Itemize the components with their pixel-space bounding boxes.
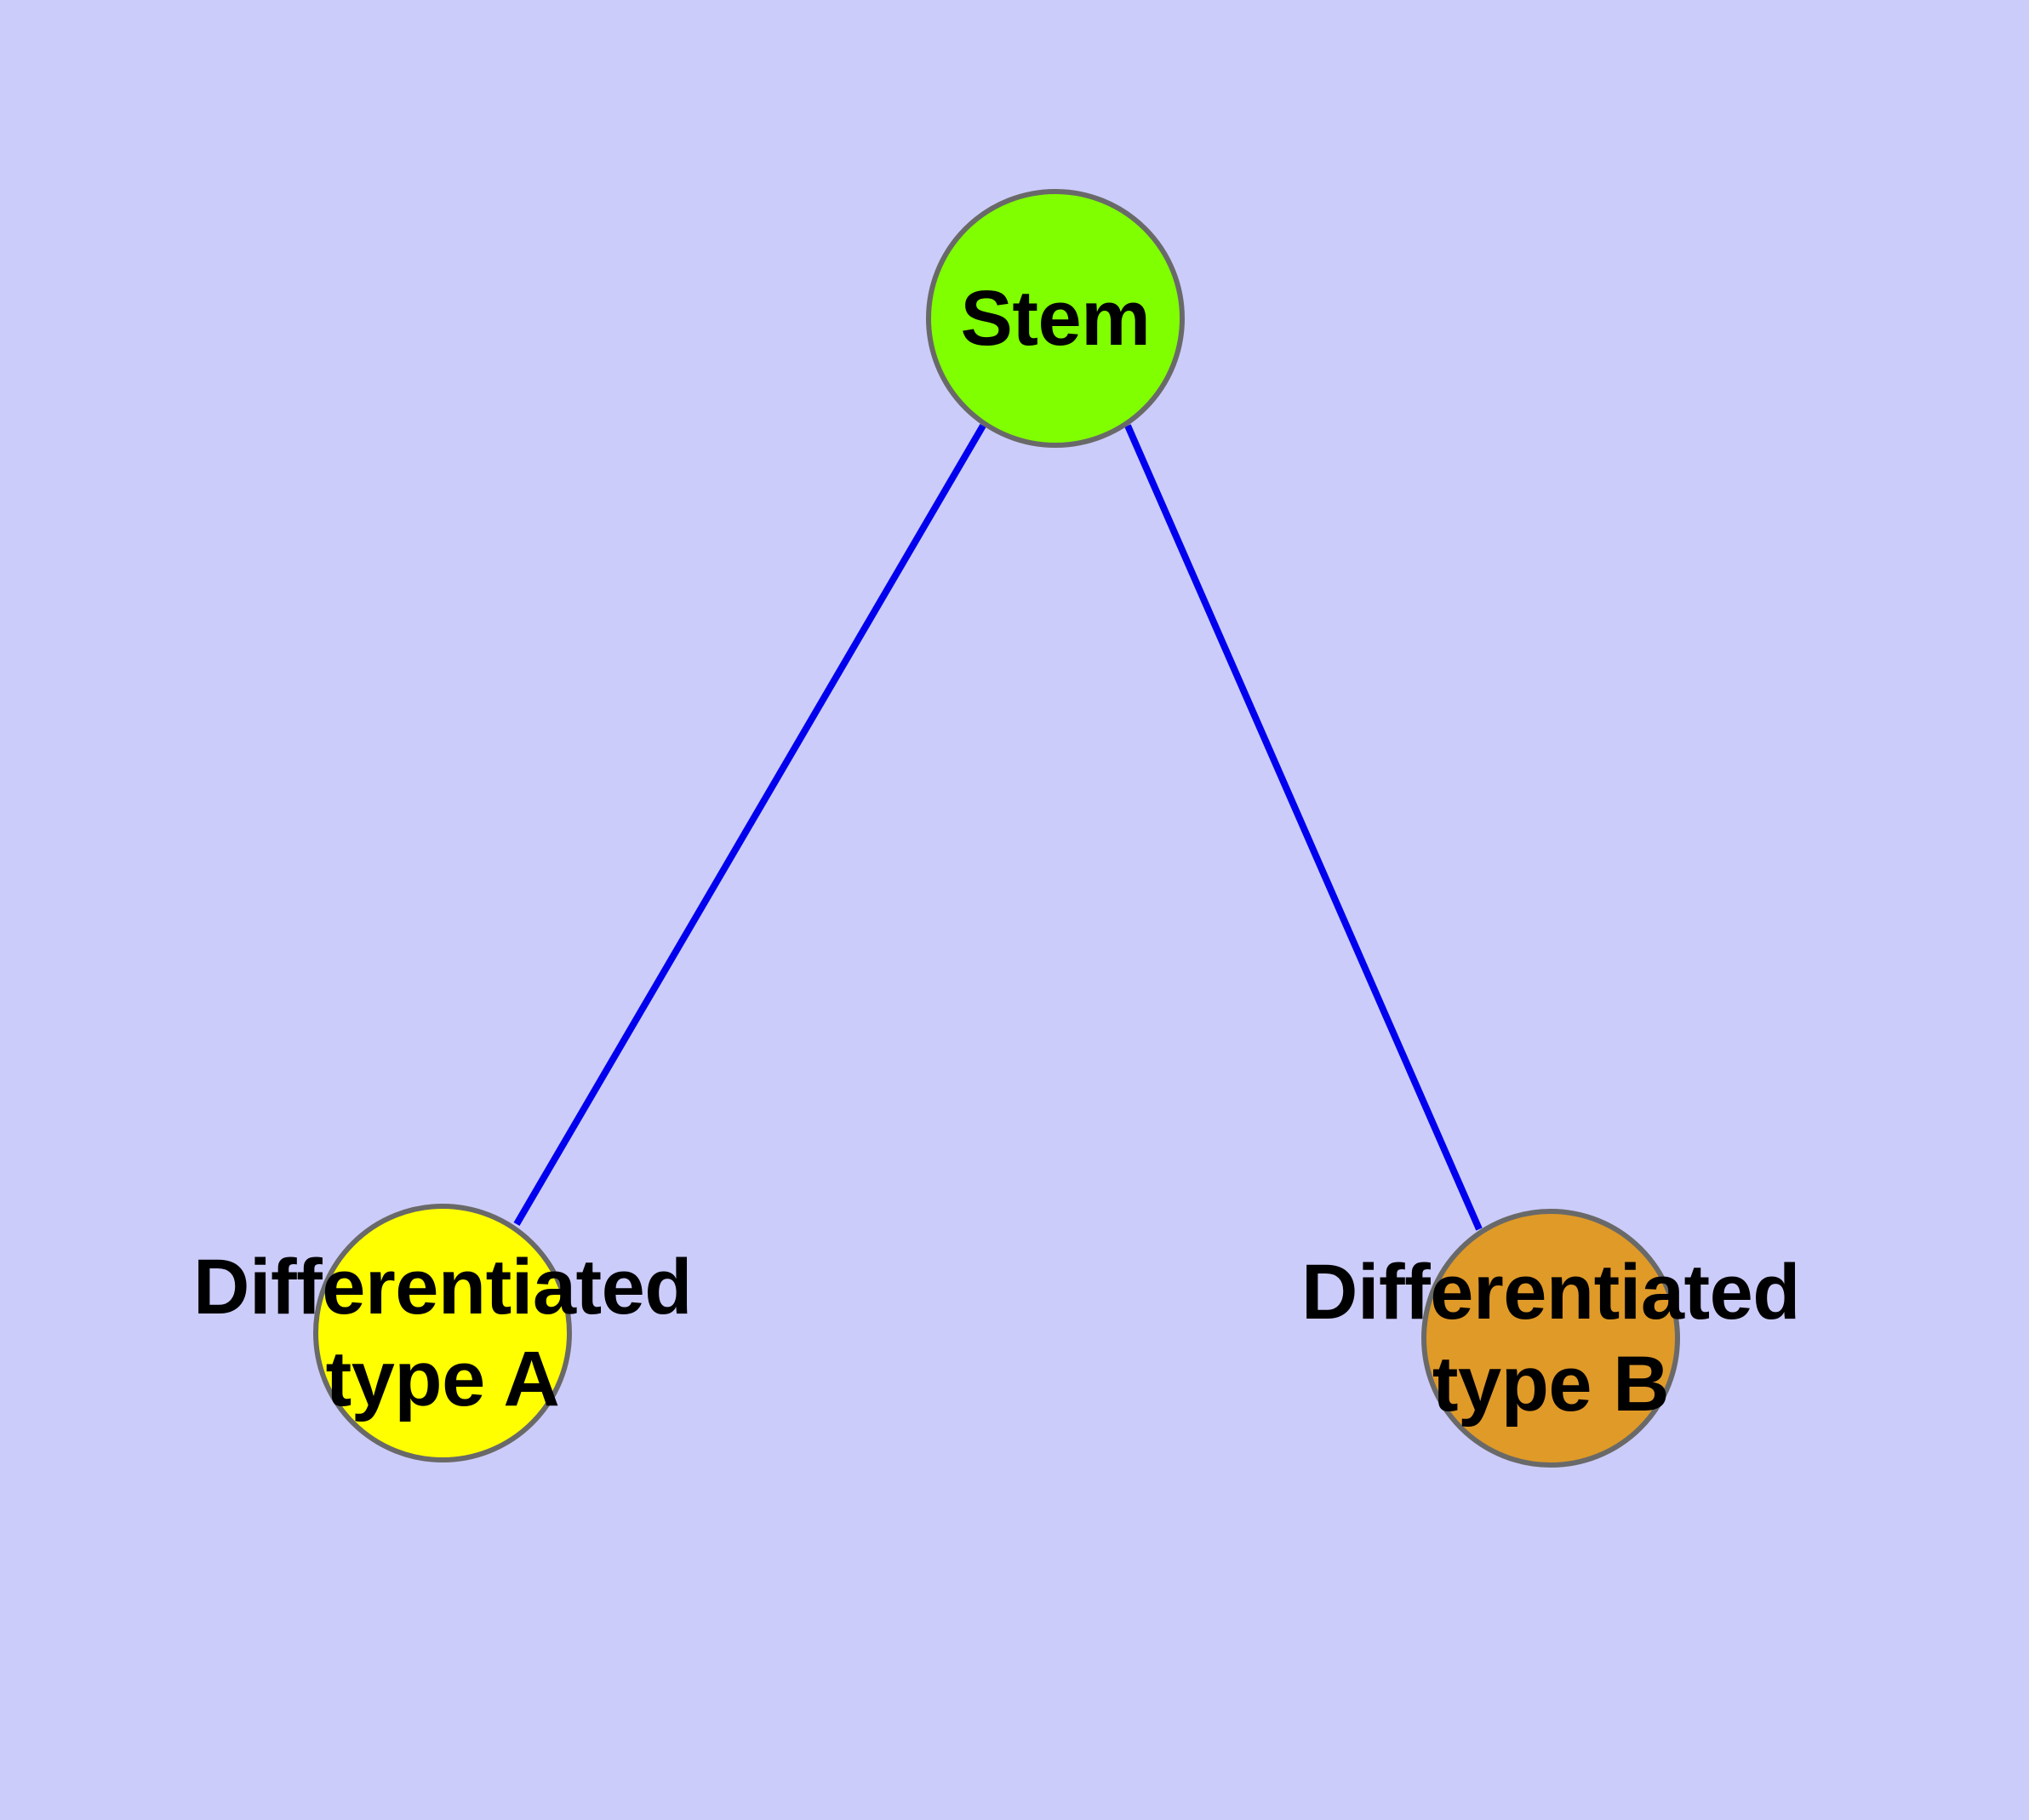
node-differentiated-type-a-label: Differentiated type A [193,1244,692,1422]
node-differentiated-type-b-label: Differentiated type B [1301,1249,1800,1428]
node-differentiated-type-a[interactable]: Differentiated type A [193,1204,692,1462]
node-differentiated-type-b[interactable]: Differentiated type B [1301,1209,1800,1468]
edge-stem-to-differentiated-type-a[interactable] [513,423,986,1227]
node-stem[interactable]: Stem [926,189,1185,448]
edge-stem-to-differentiated-type-b[interactable] [1124,424,1483,1231]
node-stem-label: Stem [960,275,1151,362]
